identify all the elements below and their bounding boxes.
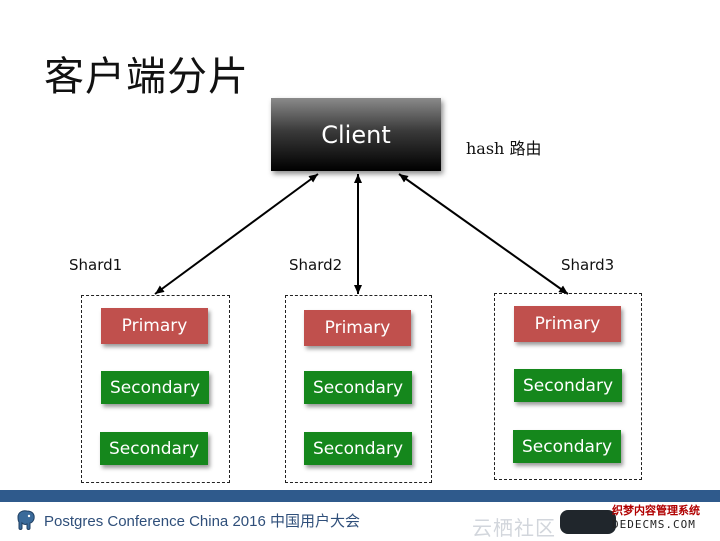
shard1-primary-node: Primary: [101, 308, 208, 344]
shard2-label: Shard2: [289, 256, 343, 274]
shard1-secondary-node-2: Secondary: [100, 432, 208, 465]
shard2-primary-node: Primary: [304, 310, 411, 346]
watermark-logo-shape: [560, 510, 616, 534]
arrow-client-shard1: [154, 173, 319, 295]
footer: Postgres Conference China 2016 中国用户大会: [14, 508, 360, 532]
shard3-secondary-node-1: Secondary: [514, 369, 622, 402]
shard3-label: Shard3: [561, 256, 615, 274]
shard2-secondary-node-1: Secondary: [304, 371, 412, 404]
footer-text: Postgres Conference China 2016 中国用户大会: [44, 512, 360, 530]
watermark-yunqi: 云栖社区: [472, 516, 556, 540]
postgres-elephant-icon: [17, 510, 35, 530]
shard3-secondary-node-2: Secondary: [513, 430, 621, 463]
shard3-box: [494, 293, 642, 480]
slide-title: 客户端分片: [44, 54, 249, 100]
footer-band: [0, 490, 720, 502]
shard2-box: [285, 295, 432, 483]
shard1-label: Shard1: [69, 256, 123, 274]
routing-note: hash 路由: [466, 139, 542, 158]
watermark-dedecms-cn: 织梦内容管理系统: [612, 504, 700, 517]
shard3-primary-node: Primary: [514, 306, 621, 342]
arrow-client-shard3: [398, 173, 569, 295]
shard1-box: [81, 295, 230, 483]
client-label: Client: [321, 120, 391, 149]
shard1-secondary-node-1: Secondary: [101, 371, 209, 404]
watermark-dedecms-url: DEDECMS.COM: [612, 518, 696, 531]
client-box: Client: [271, 98, 441, 171]
shard2-secondary-node-2: Secondary: [304, 432, 412, 465]
